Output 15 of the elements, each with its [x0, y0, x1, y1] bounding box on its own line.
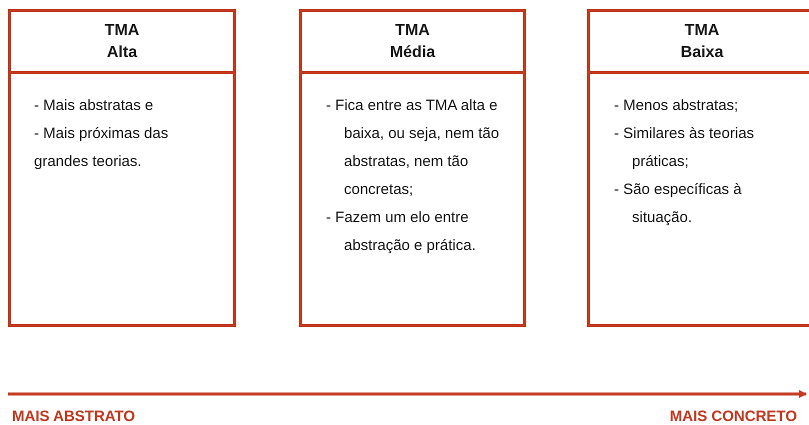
card-title: TMA Alta	[104, 20, 140, 62]
bullet-text: - Fazem um elo entre abstração e prática.	[326, 208, 477, 256]
bullet-text: - Mais próximas das grandes teorias.	[34, 124, 170, 172]
bullet-text: - São específicas à situação.	[614, 180, 743, 228]
bullet-text: - Fica entre as TMA alta e baixa, ou seja, nem tão abstratas, nem tão concretas;	[326, 96, 500, 200]
axis-label: MAIS ABSTRATO	[12, 408, 136, 425]
card	[8, 9, 236, 327]
card	[299, 9, 526, 327]
card	[587, 9, 809, 327]
bullet-text: - Mais abstratas e	[34, 96, 154, 116]
bullet-text: - Menos abstratas;	[614, 96, 740, 116]
bullet-text: - Similares às teorias práticas;	[614, 124, 756, 172]
card-title: TMA Média	[388, 20, 436, 62]
axis-label: MAIS CONCRETO	[670, 408, 797, 425]
card-title: TMA Baixa	[680, 20, 724, 62]
